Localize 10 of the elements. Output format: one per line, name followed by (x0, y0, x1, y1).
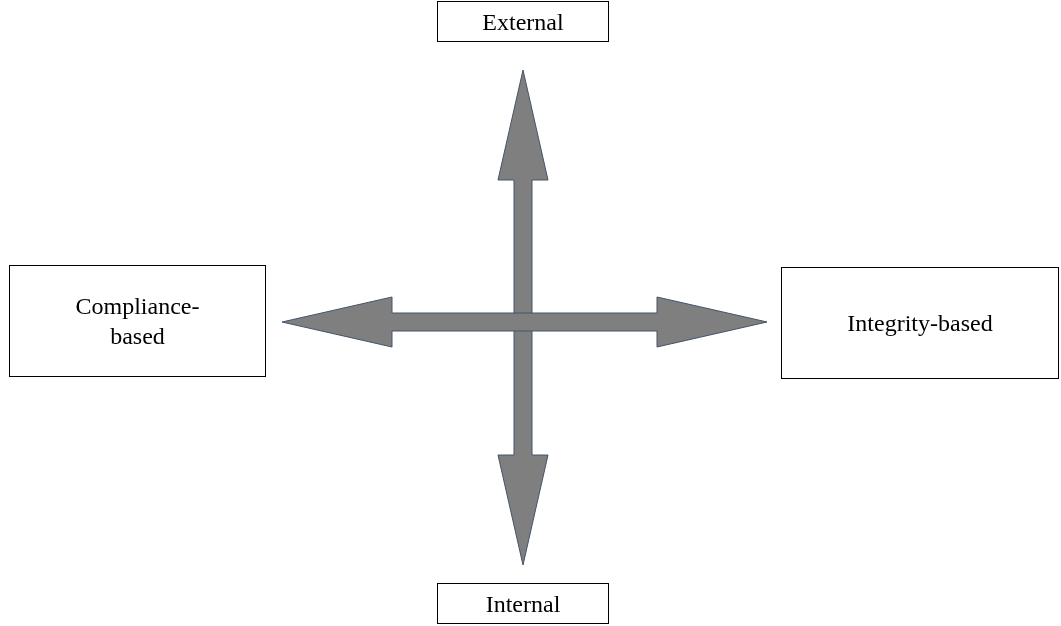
label-box (437, 1, 609, 42)
box-label: Internal (485, 589, 561, 619)
box-label: External (482, 7, 564, 37)
label-box (781, 267, 1059, 379)
box-label: Integrity-based (847, 309, 993, 338)
double-arrow (497, 69, 549, 566)
double-arrow (281, 296, 768, 348)
label-box (437, 583, 609, 624)
box-label: Compliance-based (74, 292, 201, 351)
label-box (9, 265, 266, 377)
